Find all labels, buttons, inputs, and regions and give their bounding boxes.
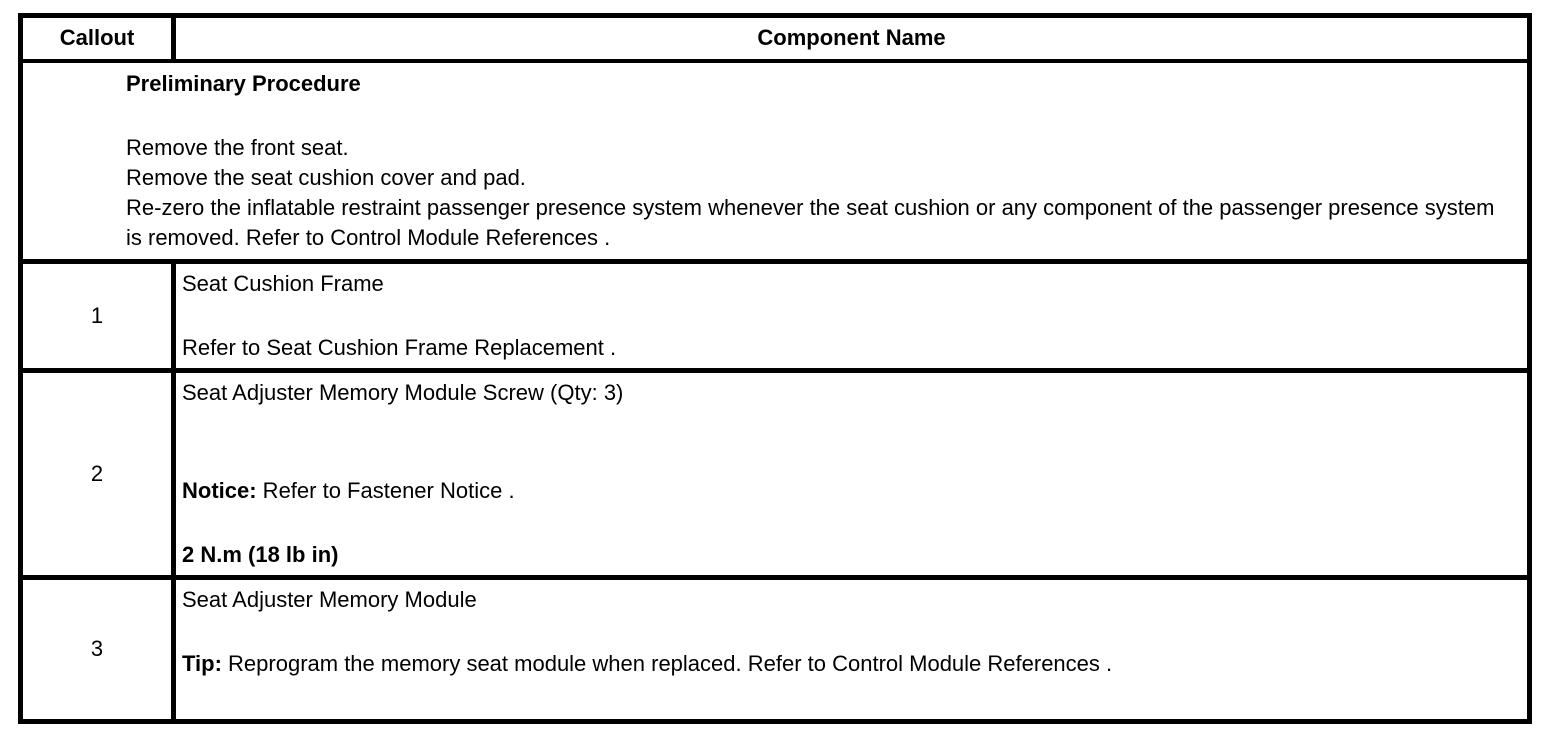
preliminary-procedure-title: Preliminary Procedure bbox=[126, 70, 361, 96]
preliminary-step: Remove the front seat. bbox=[126, 134, 349, 160]
callout-cell: 1 bbox=[18, 258, 176, 373]
preliminary-procedure-row: Preliminary Procedure Remove the front s… bbox=[18, 58, 1532, 264]
callout-cell: 3 bbox=[18, 574, 176, 724]
preliminary-procedure-cell: Preliminary Procedure Remove the front s… bbox=[18, 58, 1532, 264]
component-line: Seat Adjuster Memory Module Screw (Qty: … bbox=[182, 379, 624, 405]
component-name-column-header: Component Name bbox=[171, 13, 1532, 63]
component-line: 2 N.m (18 lb in) bbox=[182, 541, 339, 567]
callout-number: 3 bbox=[90, 636, 104, 661]
callout-cell: 2 bbox=[18, 367, 176, 580]
component-line: Seat Cushion Frame bbox=[182, 270, 384, 296]
callout-number: 1 bbox=[90, 302, 104, 328]
line-lead-label: Notice: bbox=[182, 477, 257, 503]
component-line: Seat Adjuster Memory Module bbox=[182, 586, 477, 612]
component-row: 2 Seat Adjuster Memory Module Screw (Qty… bbox=[18, 367, 1532, 580]
component-line: Refer to Seat Cushion Frame Replacement … bbox=[182, 334, 617, 360]
preliminary-step: Remove the seat cushion cover and pad. bbox=[126, 164, 526, 190]
component-line: Notice: Refer to Fastener Notice . bbox=[182, 477, 515, 503]
callout-number: 2 bbox=[90, 460, 104, 486]
line-lead-label: Tip: bbox=[182, 650, 222, 676]
callout-column-header: Callout bbox=[18, 13, 176, 63]
table-header-row: Callout Component Name bbox=[18, 13, 1532, 63]
preliminary-step: Re-zero the inflatable restraint passeng… bbox=[126, 194, 1495, 250]
component-line: Tip: Reprogram the memory seat module wh… bbox=[182, 650, 1113, 676]
component-callout-table: Callout Component Name Preliminary Proce… bbox=[18, 13, 1532, 724]
component-cell: Seat Adjuster Memory Module Screw (Qty: … bbox=[171, 367, 1532, 580]
